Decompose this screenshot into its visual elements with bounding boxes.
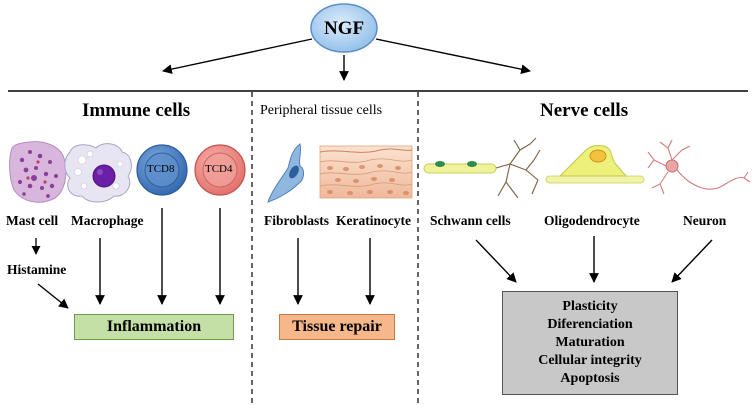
section-immune-cells: Immune cells	[82, 100, 191, 121]
tissue-repair-box: Tissue repair	[279, 314, 395, 340]
neuron-label: Neuron	[683, 213, 727, 228]
outcome-cellular-integrity: Cellular integrity	[538, 353, 642, 368]
inflammation-box: Inflammation	[74, 314, 234, 340]
histamine-label: Histamine	[7, 262, 67, 277]
fibroblast-image	[267, 143, 305, 203]
arrow-neuron-to-outcomes	[671, 239, 713, 283]
tissue-repair-label: Tissue repair	[292, 318, 382, 335]
outcome-apoptosis: Apoptosis	[560, 371, 620, 386]
tcd4-label: TCD4	[205, 163, 233, 175]
oligodendrocyte-image	[545, 145, 645, 184]
tcd8-label: TCD8	[147, 163, 175, 175]
section-nerve-cells: Nerve cells	[540, 100, 629, 121]
nerve-outcomes-box: Plasticity Diferenciation Maturation Cel…	[502, 291, 678, 395]
mast-cell-image	[9, 141, 67, 203]
outcome-plasticity: Plasticity	[562, 299, 618, 314]
arrow-histamine-to-inflammation	[37, 283, 69, 309]
tcd4-nucleus	[202, 152, 238, 188]
arrow-schwann-to-outcomes	[475, 239, 517, 283]
oligodendrocyte-label: Oligodendrocyte	[544, 213, 640, 228]
keratinocyte-image	[319, 145, 413, 199]
ngf-node	[310, 3, 378, 53]
macrophage-image	[64, 143, 132, 203]
outcome-differentiation: Diferenciation	[547, 317, 633, 332]
inflammation-label: Inflammation	[106, 318, 202, 335]
neuron-image	[647, 139, 751, 195]
keratinocyte-label: Keratinocyte	[336, 213, 411, 228]
mast-cell-label: Mast cell	[6, 213, 59, 228]
schwann-cells-label: Schwann cells	[430, 213, 511, 228]
tcd8-nucleus	[144, 152, 180, 188]
outcome-maturation: Maturation	[555, 335, 625, 350]
arrow-ngf-to-nerve	[375, 38, 531, 75]
schwann-cell-image	[423, 137, 541, 199]
ngf-label: NGF	[324, 18, 365, 39]
arrow-ngf-to-immune	[162, 38, 313, 74]
macrophage-label: Macrophage	[71, 213, 144, 228]
fibroblasts-label: Fibroblasts	[264, 213, 330, 228]
section-peripheral-tissue: Peripheral tissue cells	[260, 103, 383, 118]
